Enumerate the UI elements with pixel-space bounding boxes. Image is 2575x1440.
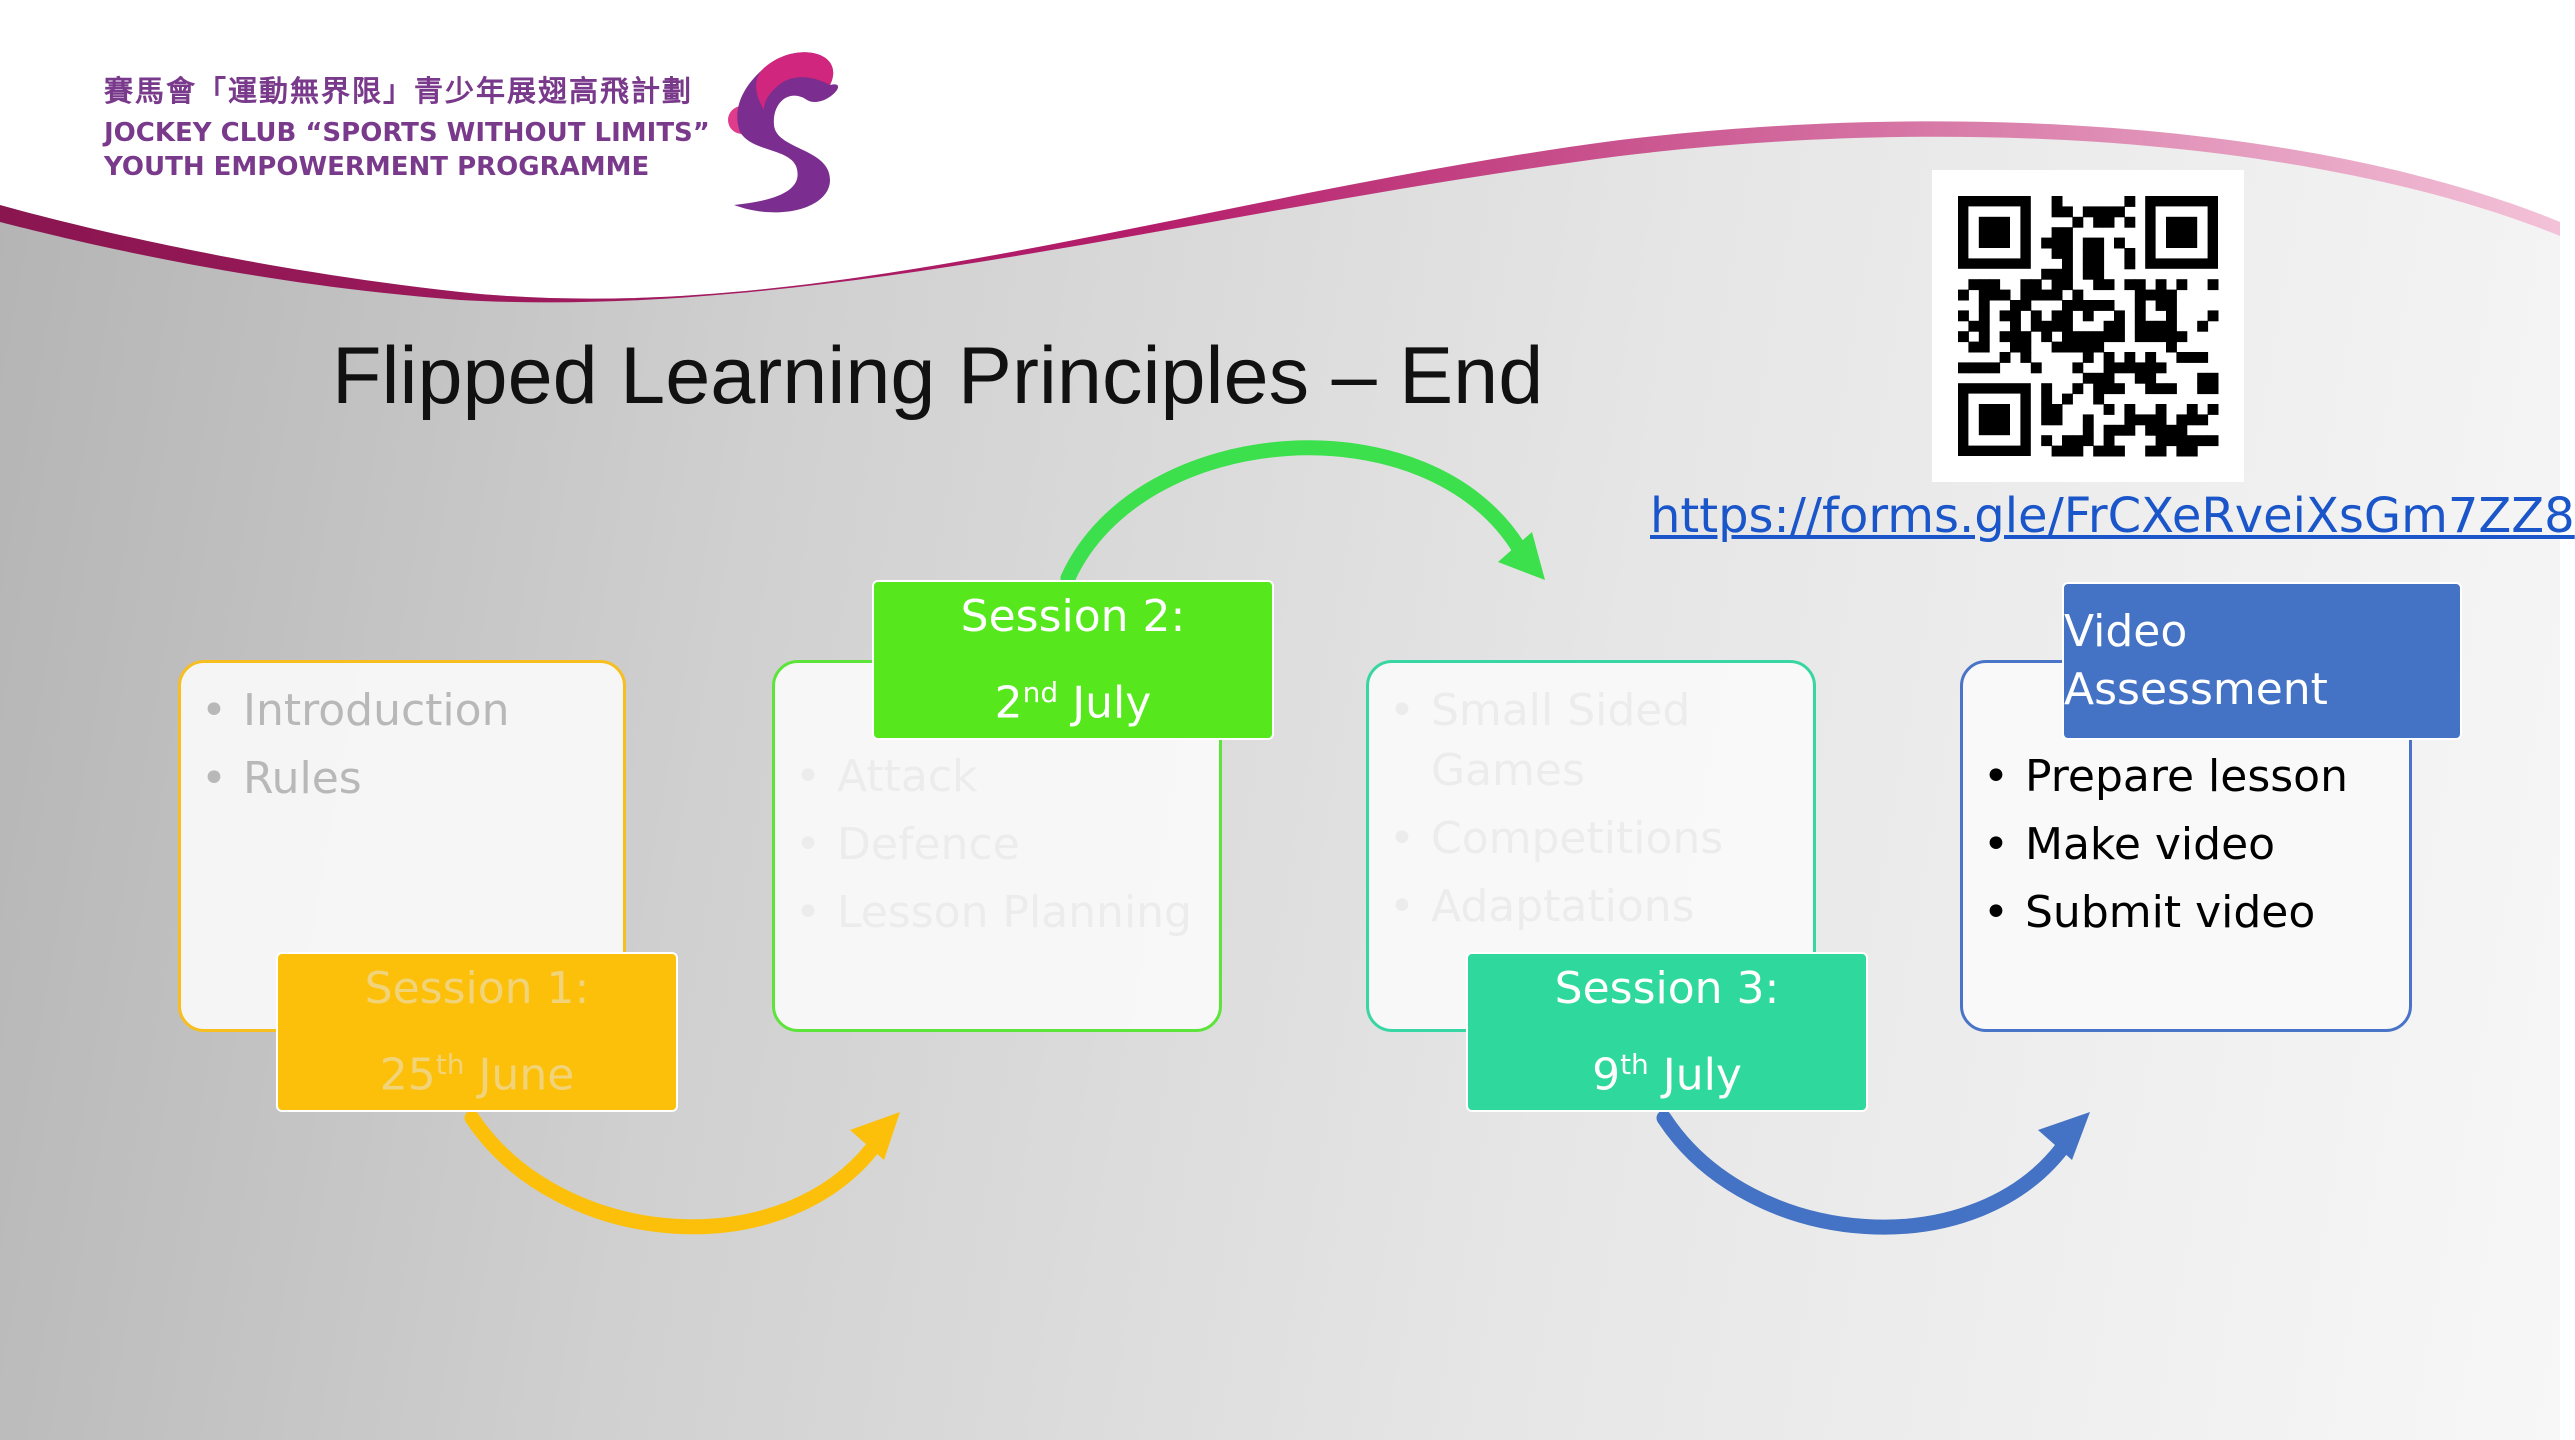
session3-topic-list: Small Sided Games Competitions Adaptatio… [1369, 677, 1809, 941]
arrowhead-session3-to-assessment [2038, 1112, 2090, 1160]
session3-label: Session 3: [1554, 962, 1780, 1014]
programme-logo-icon [728, 52, 839, 213]
assessment-tag: Video Assessment [2062, 582, 2462, 740]
arrowhead-session2-to-3 [1498, 532, 1545, 580]
session1-label: Session 1: [364, 962, 590, 1014]
session1-topic: Rules [181, 745, 509, 813]
session2-topic: Defence [775, 811, 1192, 879]
session1-date: 25th June [379, 1047, 575, 1101]
assessment-task: Make video [1963, 811, 2348, 879]
session1-topic: Introduction [181, 677, 509, 745]
session3-topic: Competitions [1369, 805, 1809, 873]
slide-title: Flipped Learning Principles – End [332, 331, 1544, 421]
arrow-session2-to-3 [1060, 440, 1528, 586]
session3-topic: Small Sided Games [1369, 677, 1809, 805]
logo-english-subtitle: YOUTH EMPOWERMENT PROGRAMME [104, 152, 650, 182]
session2-topic-list: Attack Defence Lesson Planning [775, 743, 1192, 947]
logo-chinese-name: 賽馬會「運動無界限」青少年展翅高飛計劃 [104, 74, 694, 108]
session2-date: 2nd July [994, 675, 1152, 729]
assessment-task: Prepare lesson [1963, 743, 2348, 811]
session3-date: 9th July [1592, 1047, 1742, 1101]
session3-date-tag: Session 3: 9th July [1466, 952, 1868, 1112]
feedback-form-link[interactable]: https://forms.gle/FrCXeRveiXsGm7ZZ8 [1650, 488, 2575, 544]
session2-topic: Lesson Planning [775, 879, 1192, 947]
session1-topic-list: Introduction Rules [181, 677, 509, 813]
logo-english-name: JOCKEY CLUB “SPORTS WITHOUT LIMITS” [104, 118, 710, 148]
session2-label: Session 2: [960, 590, 1186, 642]
arrowhead-session1-to-2 [850, 1112, 900, 1160]
session1-date-tag: Session 1: 25th June [276, 952, 678, 1112]
session2-date-tag: Session 2: 2nd July [872, 580, 1274, 740]
session2-topic: Attack [775, 743, 1192, 811]
assessment-task: Submit video [1963, 879, 2348, 947]
assessment-task-list: Prepare lesson Make video Submit video [1963, 743, 2348, 947]
assessment-label: Video Assessment [2064, 606, 2328, 715]
arrow-session3-to-assessment [1656, 1110, 2076, 1235]
arrow-session1-to-2 [464, 1110, 888, 1235]
qr-code[interactable] [1932, 170, 2244, 482]
session3-topic: Adaptations [1369, 873, 1809, 941]
